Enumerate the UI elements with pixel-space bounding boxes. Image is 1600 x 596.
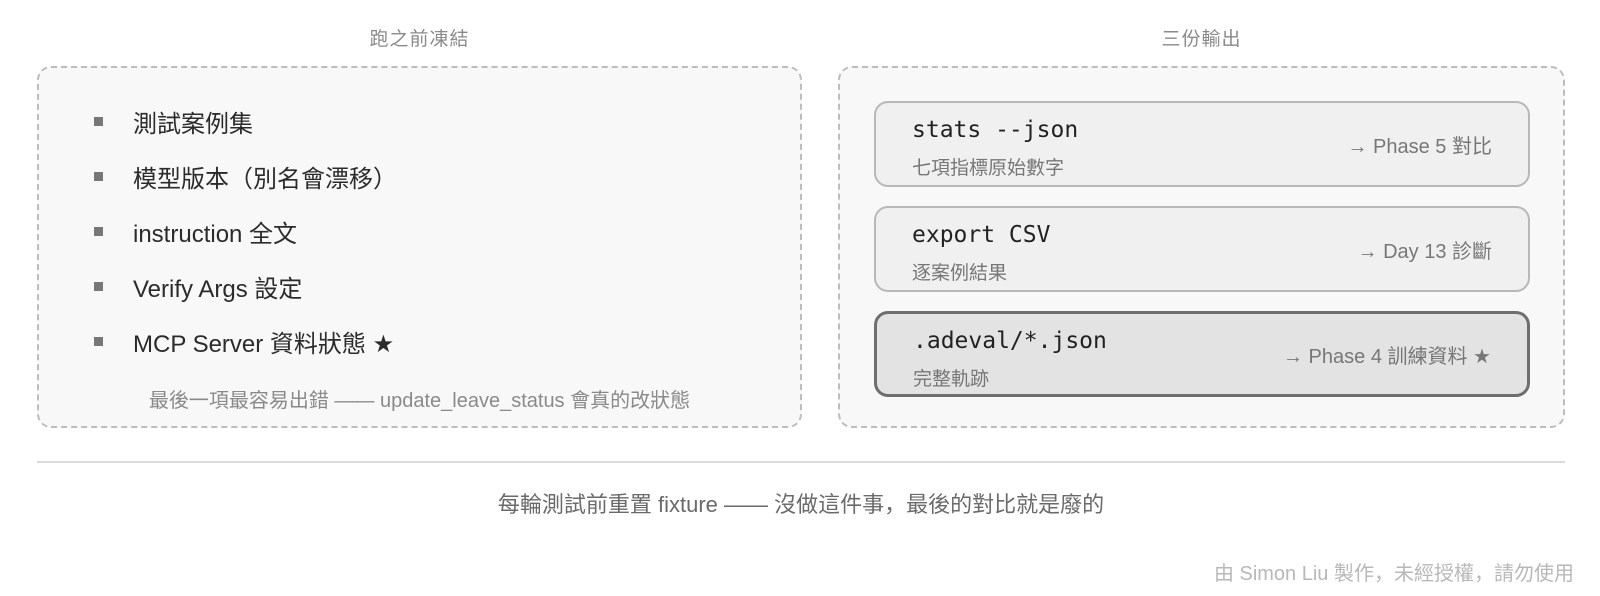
square-bullet-icon bbox=[94, 337, 103, 346]
square-bullet-icon bbox=[94, 117, 103, 126]
output-card-target: → Day 13 診斷 bbox=[1357, 240, 1492, 263]
output-card-description: 完整軌跡 bbox=[913, 369, 990, 390]
output-card-description: 逐案例結果 bbox=[912, 263, 1008, 284]
freeze-list: 測試案例集 模型版本（別名會漂移） instruction 全文 Verify … bbox=[94, 94, 397, 369]
freeze-panel: 測試案例集 模型版本（別名會漂移） instruction 全文 Verify … bbox=[37, 66, 802, 428]
output-card-target: → Phase 5 對比 bbox=[1347, 135, 1492, 158]
freeze-item-model-version: 模型版本（別名會漂移） bbox=[94, 149, 397, 204]
outputs-section-title: 三份輸出 bbox=[1161, 29, 1242, 50]
freeze-item-verify-args: Verify Args 設定 bbox=[94, 259, 397, 314]
freeze-item-label: instruction 全文 bbox=[133, 221, 298, 248]
freeze-item-instruction: instruction 全文 bbox=[94, 204, 397, 259]
bottom-note: 每輪測試前重置 fixture —— 沒做這件事，最後的對比就是廢的 bbox=[497, 492, 1105, 517]
output-card-code: stats --json bbox=[912, 117, 1079, 143]
freeze-item-label: 模型版本（別名會漂移） bbox=[133, 166, 397, 193]
output-card-export-csv: export CSV 逐案例結果 → Day 13 診斷 bbox=[874, 206, 1530, 292]
output-card-code: export CSV bbox=[912, 222, 1051, 248]
output-card-description: 七項指標原始數字 bbox=[912, 158, 1065, 179]
freeze-item-label: Verify Args 設定 bbox=[133, 276, 303, 303]
credit-line: 由 Simon Liu 製作，未經授權，請勿使用 bbox=[1213, 563, 1574, 585]
freeze-item-label: MCP Server 資料狀態 ★ bbox=[133, 331, 395, 358]
output-card-stats: stats --json 七項指標原始數字 → Phase 5 對比 bbox=[874, 101, 1530, 187]
section-divider bbox=[37, 461, 1565, 463]
freeze-note: 最後一項最容易出錯 —— update_leave_status 會真的改狀態 bbox=[148, 390, 691, 412]
output-card-code: .adeval/*.json bbox=[913, 328, 1107, 354]
square-bullet-icon bbox=[94, 282, 103, 291]
outputs-panel: stats --json 七項指標原始數字 → Phase 5 對比 expor… bbox=[838, 66, 1565, 428]
output-card-target: → Phase 4 訓練資料 ★ bbox=[1283, 345, 1491, 368]
square-bullet-icon bbox=[94, 172, 103, 181]
output-card-adeval: .adeval/*.json 完整軌跡 → Phase 4 訓練資料 ★ bbox=[874, 311, 1530, 397]
freeze-item-test-cases: 測試案例集 bbox=[94, 94, 397, 149]
square-bullet-icon bbox=[94, 227, 103, 236]
freeze-item-mcp-server: MCP Server 資料狀態 ★ bbox=[94, 314, 397, 369]
freeze-section-title: 跑之前凍結 bbox=[369, 29, 470, 50]
freeze-item-label: 測試案例集 bbox=[133, 111, 253, 138]
